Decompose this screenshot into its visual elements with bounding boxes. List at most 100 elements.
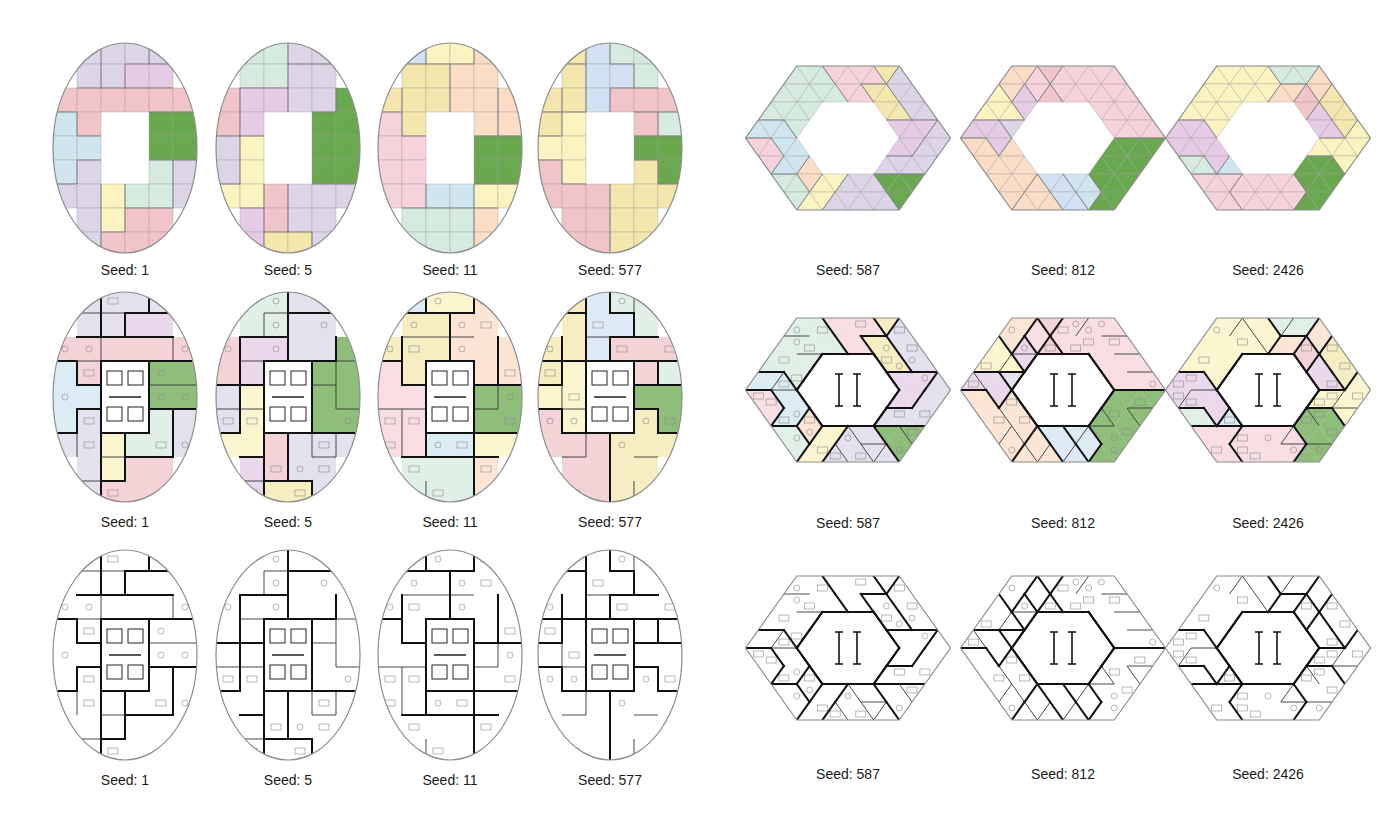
- unit-boundary: [474, 136, 498, 137]
- wall-line: [287, 691, 289, 715]
- apartment-cell: [925, 630, 951, 648]
- unit-boundary: [562, 64, 586, 65]
- wall-line: [287, 595, 289, 619]
- apartment-cell: [336, 184, 360, 208]
- apartment-cell: [173, 337, 197, 361]
- wall-line: [240, 714, 264, 716]
- furniture-symbol: [84, 370, 94, 376]
- apartment-cell: [173, 88, 197, 112]
- apartment-cell: [562, 739, 586, 763]
- apartment-cell: [562, 64, 586, 88]
- wall-line: [497, 595, 499, 619]
- apartment-cell: [925, 648, 951, 666]
- apartment-cell: [562, 457, 586, 481]
- furniture-symbol: [225, 346, 231, 352]
- unit-boundary: [1230, 192, 1243, 210]
- apartment-cell: [77, 595, 101, 619]
- apartment-cell: [125, 208, 149, 232]
- furniture-symbol: [1173, 381, 1183, 387]
- apartment-cell: [426, 313, 450, 337]
- apartment-cell: [264, 691, 288, 715]
- apartment-cell: [784, 120, 810, 138]
- apartment-cell: [240, 385, 264, 409]
- apartment-cell: [1101, 318, 1127, 336]
- wall-line: [173, 666, 197, 668]
- apartment-cell: [1127, 156, 1153, 174]
- partition-line: [498, 643, 499, 667]
- unit-boundary: [101, 208, 102, 232]
- apartment-cell: [610, 715, 634, 739]
- wall-line: [634, 594, 658, 596]
- furniture-symbol: [1327, 381, 1337, 387]
- floor-plan: [53, 289, 197, 505]
- wall-line: [312, 690, 336, 692]
- unit-boundary: [797, 156, 810, 174]
- unit-boundary: [886, 156, 912, 157]
- apartment-cell: [77, 184, 101, 208]
- wall-line: [100, 313, 102, 337]
- unit-boundary: [1345, 120, 1358, 138]
- unit-boundary: [1217, 156, 1230, 174]
- wall-line: [77, 594, 101, 596]
- partition-line: [77, 739, 101, 740]
- unit-boundary: [886, 192, 899, 210]
- partition-line: [784, 336, 810, 337]
- furniture-symbol: [156, 442, 166, 448]
- apartment-cell: [240, 88, 264, 112]
- elevator-symbol: [432, 371, 447, 385]
- unit-boundary: [240, 208, 264, 209]
- apartment-cell: [498, 433, 522, 457]
- elevator-symbol: [432, 665, 447, 679]
- partition-line: [402, 433, 403, 457]
- apartment-cell: [173, 643, 197, 667]
- apartment-cell: [658, 433, 682, 457]
- apartment-cell: [634, 715, 658, 739]
- apartment-cell: [402, 112, 426, 136]
- furniture-symbol: [545, 628, 555, 634]
- apartment-cell: [1345, 390, 1371, 408]
- apartment-cell: [402, 160, 426, 184]
- apartment-cell: [77, 409, 101, 433]
- unit-boundary: [1025, 66, 1038, 84]
- elevator-symbol: [432, 407, 447, 421]
- unit-boundary: [658, 160, 659, 184]
- wall-line: [239, 385, 241, 409]
- apartment-cell: [538, 643, 562, 667]
- elevator-symbol: [592, 407, 607, 421]
- wall-line: [263, 715, 265, 739]
- furniture-symbol: [830, 453, 840, 459]
- apartment-cell: [125, 337, 149, 361]
- furniture-symbol: [907, 345, 917, 351]
- apartment-cell: [53, 337, 77, 361]
- apartment-cell: [77, 715, 101, 739]
- partition-line: [402, 667, 403, 691]
- wall-line: [634, 384, 658, 386]
- wall-line: [76, 619, 78, 643]
- unit-boundary: [538, 136, 562, 137]
- apartment-cell: [216, 337, 240, 361]
- furniture-symbol: [435, 700, 441, 706]
- apartment-cell: [1332, 408, 1358, 426]
- wall-line: [585, 571, 587, 595]
- apartment-cell: [1217, 354, 1243, 372]
- wall-line: [585, 337, 587, 361]
- apartment-cell: [474, 691, 498, 715]
- furniture-symbol: [273, 346, 279, 352]
- unit-boundary: [101, 88, 125, 89]
- apartment-cell: [886, 444, 912, 462]
- furniture-symbol: [62, 652, 68, 658]
- core-outline: [426, 619, 474, 691]
- partition-line: [1101, 336, 1127, 337]
- apartment-cell: [149, 433, 173, 457]
- wall-line: [538, 642, 562, 644]
- wall-line: [609, 595, 611, 619]
- wall-line: [886, 407, 912, 409]
- wall-line: [473, 547, 475, 571]
- apartment-cell: [402, 643, 426, 667]
- core-outline: [586, 619, 634, 691]
- plan-outline: [538, 292, 682, 502]
- apartment-cell: [149, 184, 173, 208]
- apartment-cell: [634, 667, 658, 691]
- apartment-cell: [240, 619, 264, 643]
- unit-boundary: [610, 88, 634, 89]
